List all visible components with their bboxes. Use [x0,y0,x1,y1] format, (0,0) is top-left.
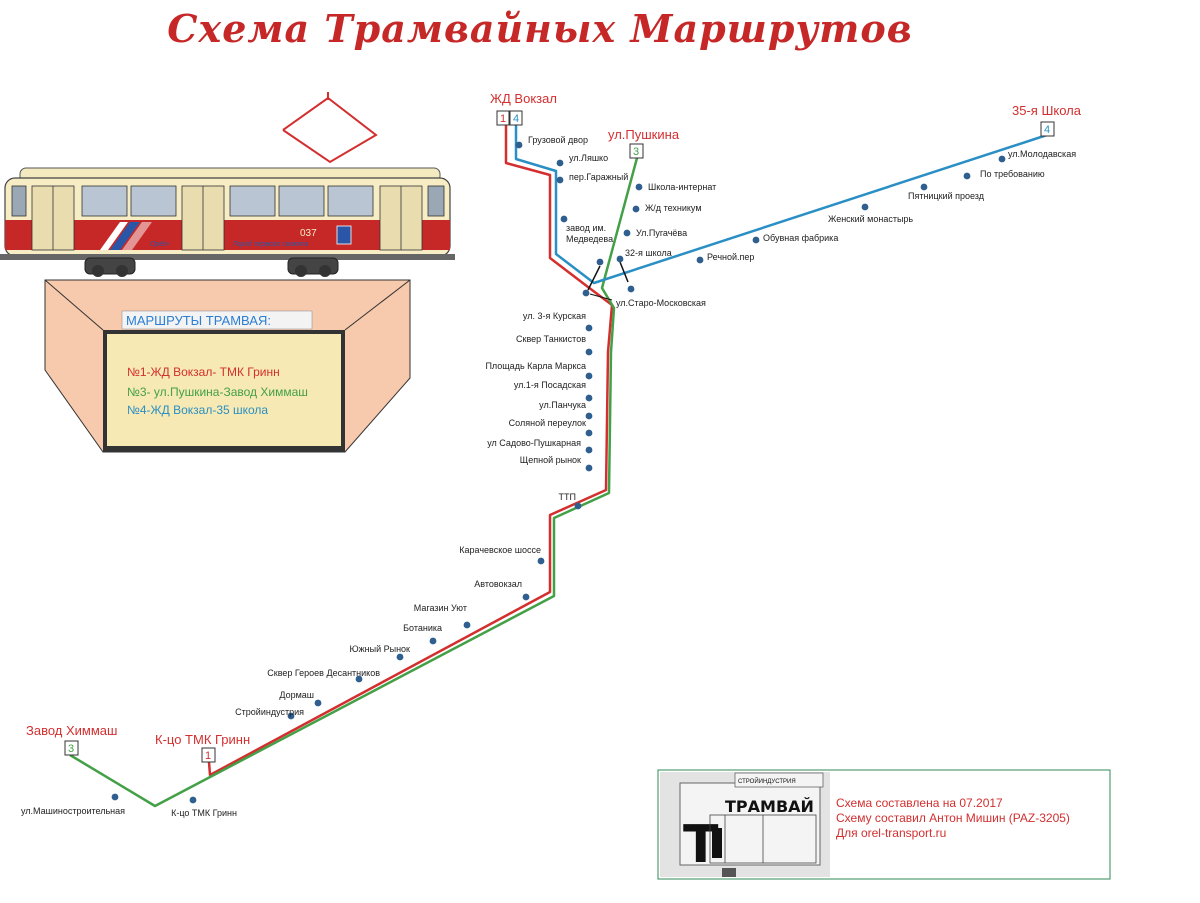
stop-zhensky-monastyr: Женский монастырь [828,214,913,224]
terminal-tmk-grinn: К-цо ТМК Гринн [155,732,250,747]
route-badge-1: 1 [500,113,506,125]
stop-karachevskoe-shosse: Карачевское шоссе [459,545,541,555]
tram-number: 037 [300,228,317,239]
route-1-line [207,125,614,777]
stop-shchepnoy-rynok: Щепной рынок [520,455,581,465]
stop-gruzovoy-dvor: Грузовой двор [528,135,588,145]
stop-yuzhny-rynok: Южный Рынок [350,644,411,654]
stop-avtovokzal: Автовокзал [474,579,522,589]
credit-site: Для orel-transport.ru [836,826,946,840]
terminals: ЖД Вокзал 1 4 ул.Пушкина 3 35-я Школа 4 … [26,91,1082,763]
stop-staro-moskovskaya: ул.Старо-Московская [616,298,706,308]
route-badge-4: 4 [513,113,519,125]
credit-author: Схему составил Антон Мишин (PAZ-3205) [836,811,1070,825]
tram-illustration: 037 Орёл- Город первого салюта [0,92,455,277]
sign-stop-name: СТРОЙИНДУСТРИЯ [738,777,796,785]
stop-ttp: ТТП [559,492,576,502]
stop-markers [111,141,1006,804]
credits-box: СТРОЙИНДУСТРИЯ ТРАМВАЙ Т Схема составлен… [657,769,1111,880]
stop-mashinostroitelnaya: ул.Машиностроительная [21,806,125,816]
stop-rechnoy: Речной.пер [707,252,754,262]
stop-3-kurskaya: ул. 3-я Курская [523,311,586,321]
map-title: Схема Трамвайных Маршрутов [167,6,912,51]
stop-shkola-internat: Школа-интернат [648,182,716,192]
stop-sadovo-pushkarnaya: ул Садово-Пушкарная [487,438,581,448]
stop-1-posadskaya: ул.1-я Посадская [514,380,586,390]
stop-magazin-uyut: Магазин Уют [414,603,467,613]
route-badge-3: 3 [633,146,639,158]
terminal-zhd-vokzal: ЖД Вокзал [490,91,557,106]
terminal-pushkina: ул.Пушкина [608,127,680,142]
route-badge-3: 3 [68,743,74,755]
route-lines [69,125,1048,808]
stop-stroyindustriya: Стройиндустрия [235,707,304,717]
stop-labels: Грузовой двор ул.Ляшко пер.Гаражный заво… [21,135,1076,818]
stop-solyanoy: Соляной переулок [509,418,586,428]
credit-date: Схема составлена на 07.2017 [836,796,1003,810]
stop-garazhny: пер.Гаражный [569,172,628,182]
stop-zavod-medvedeva-line1: завод им. [566,223,606,233]
route-badge-4: 4 [1044,124,1050,136]
stop-school-32: 32-я школа [625,248,672,258]
stop-dormash: Дормаш [279,690,314,700]
stop-lyashko: ул.Ляшко [569,153,608,163]
legend-item-route-4: №4-ЖД Вокзал-35 школа [127,403,268,417]
stop-moldavskaya: ул.Молодавская [1008,149,1076,159]
stop-skver-tankistov: Сквер Танкистов [516,334,586,344]
stop-zhd-tehnikum: Ж/д техникум [645,203,702,213]
stop-botanika: Ботаника [403,623,442,633]
stop-pyatnitsky-proezd: Пятницкий проезд [908,191,985,201]
legend-pedestal: МАРШРУТЫ ТРАМВАЯ: №1-ЖД Вокзал- ТМК Грин… [44,279,411,453]
coat-of-arms-icon [336,225,352,245]
legend-item-route-1: №1-ЖД Вокзал- ТМК Гринн [127,365,280,379]
stop-panchuka: ул.Панчука [539,400,586,410]
stop-tmk-grinn: К-цо ТМК Гринн [171,808,237,818]
stop-obuvnaya-fabrika: Обувная фабрика [763,233,838,243]
legend-item-route-3: №3- ул.Пушкина-Завод Химмаш [127,385,308,399]
tram-stop-sign-photo: СТРОЙИНДУСТРИЯ ТРАМВАЙ Т [660,772,830,877]
stop-skver-geroev: Сквер Героев Десантников [267,668,380,678]
sign-tram-word: ТРАМВАЙ [725,797,814,816]
route-3-line [69,157,639,808]
route-badge-1: 1 [205,750,211,762]
stop-po-trebovaniyu: По требованию [980,169,1045,179]
tram-slogan: Город первого салюта [233,240,308,248]
terminal-school-35: 35-я Школа [1012,103,1082,118]
tram-slogan-city: Орёл- [150,241,170,248]
route-4-line [514,125,1048,285]
legend-title: МАРШРУТЫ ТРАМВАЯ: [126,313,271,328]
pantograph [282,96,378,164]
stop-ploshchad-marksa: Площадь Карла Маркса [485,361,586,371]
stop-zavod-medvedeva-line2: Медведева [566,234,613,244]
stop-pugacheva: Ул.Пугачёва [636,228,687,238]
terminal-zavod-himmash: Завод Химмаш [26,723,117,738]
